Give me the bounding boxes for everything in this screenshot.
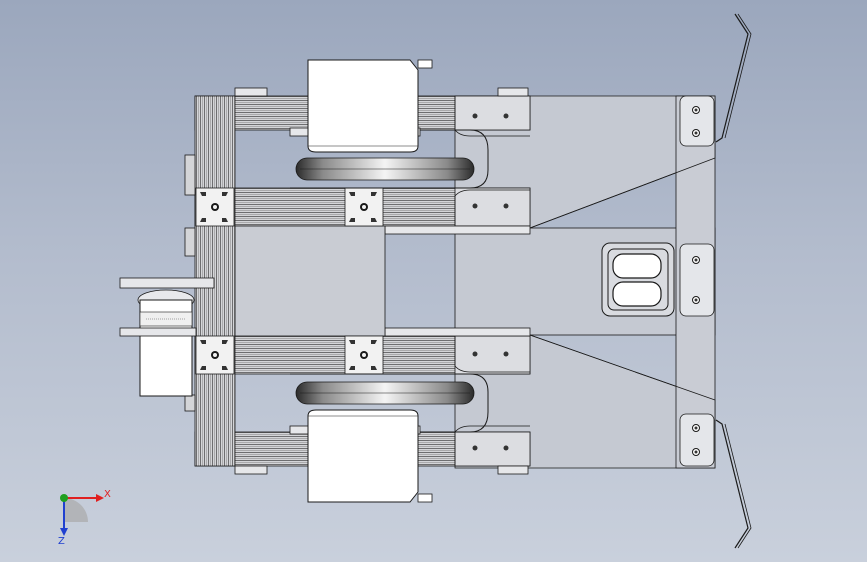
belt-top [290, 129, 489, 189]
wire-top-right [715, 13, 752, 143]
center-panel [234, 225, 386, 337]
axis-x-label: X [104, 489, 111, 500]
axis-triad: X Z [58, 489, 111, 547]
bracket-middle-right [679, 243, 715, 317]
axis-z-label: Z [58, 536, 65, 547]
motor-top [289, 59, 433, 153]
bracket-top-right [679, 95, 715, 147]
wire-bottom-right [715, 419, 752, 549]
wheel-bottom [295, 381, 475, 405]
bracket-bottom-right [679, 413, 715, 467]
corner-connector-um [344, 187, 384, 227]
center-handle [601, 242, 675, 317]
corner-connector-lm [344, 335, 384, 375]
wheel-top [295, 157, 475, 181]
corner-connector-ll [195, 335, 235, 375]
corner-connector-ul [195, 187, 235, 227]
servo-left [119, 277, 215, 397]
belt-bottom [290, 373, 489, 433]
base-plate [454, 95, 716, 469]
motor-bottom [289, 409, 433, 503]
